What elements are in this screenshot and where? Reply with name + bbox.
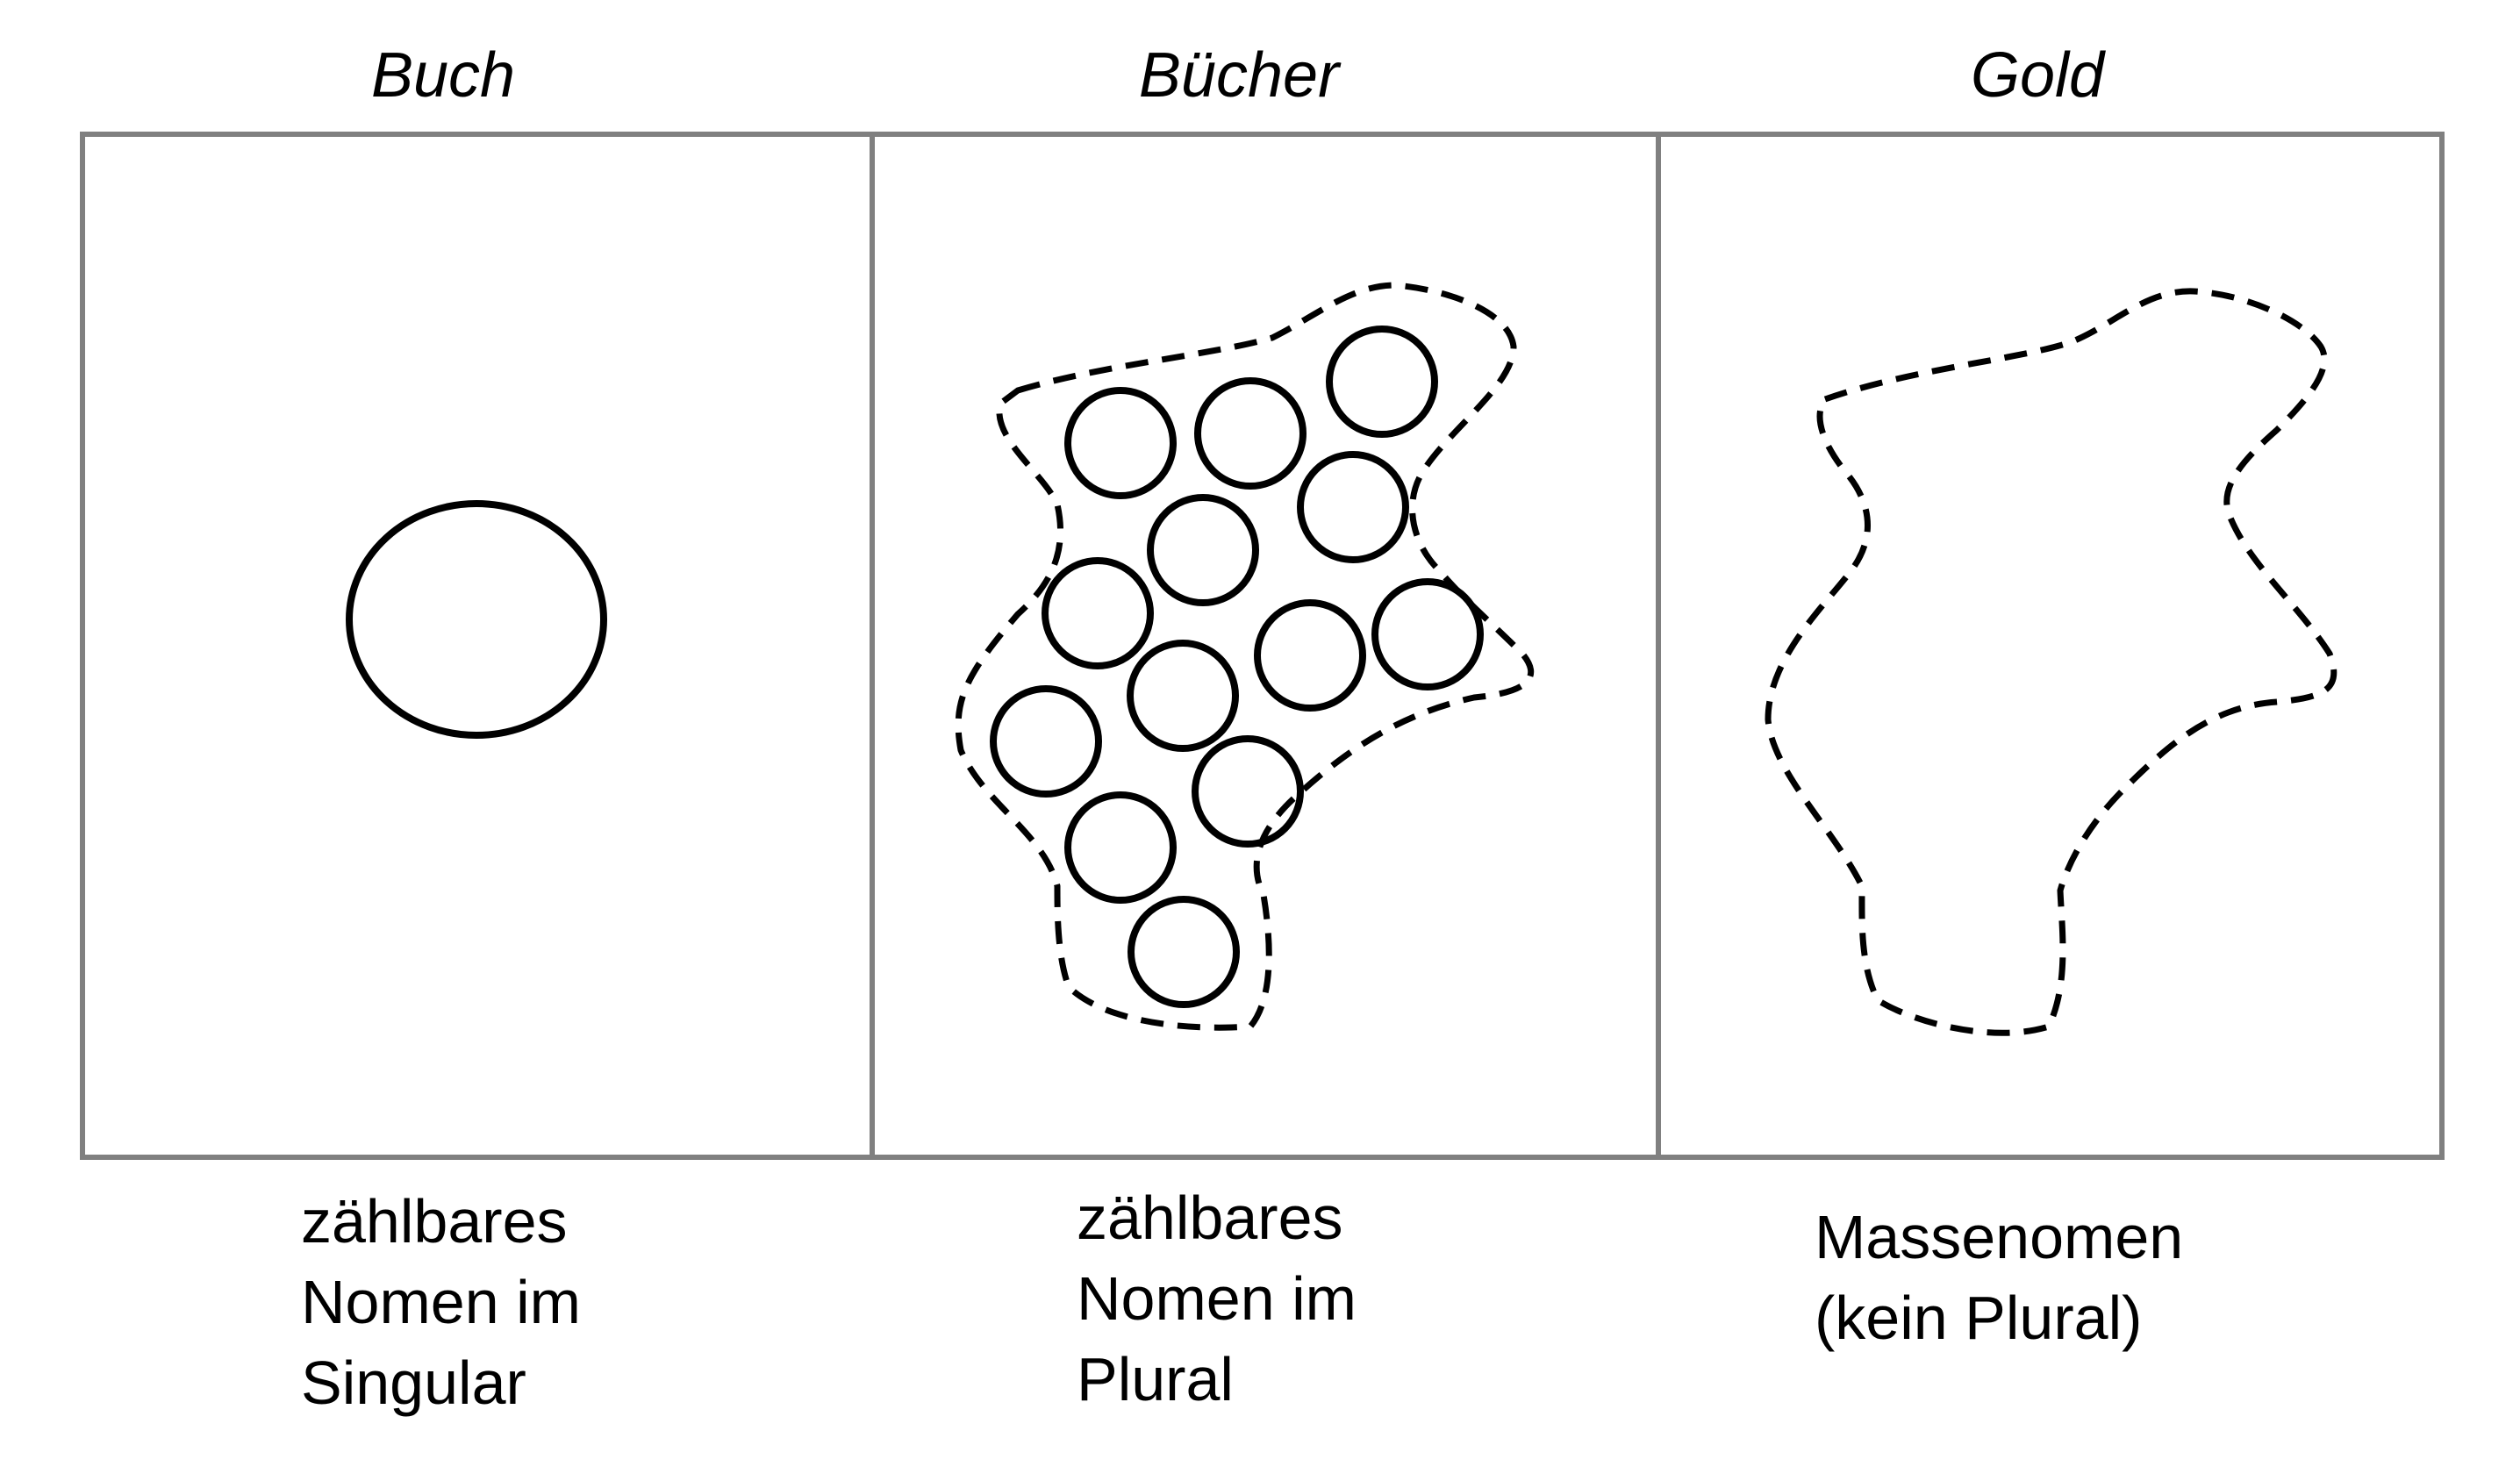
cluster-circle-icon [1326, 326, 1438, 438]
caption-line: (kein Plural) [1815, 1284, 2143, 1352]
cluster-circle-icon [1371, 578, 1484, 690]
caption-line: Nomen im [1077, 1264, 1357, 1333]
cluster-circle-icon [1127, 640, 1239, 752]
cluster-circle-icon [1192, 735, 1304, 848]
cluster-circle-icon [990, 685, 1102, 798]
caption-line: Singular [301, 1349, 526, 1417]
panel-caption-buch: zählbares Nomen im Singular [301, 1181, 581, 1423]
panel-caption-buecher: zählbares Nomen im Plural [1077, 1177, 1357, 1420]
cluster-circles [990, 326, 1484, 1008]
cluster-dashed-outline [955, 282, 1535, 1031]
cluster-circle-icon [1297, 451, 1409, 563]
caption-line: zählbares [1077, 1184, 1343, 1252]
panel-title-buch: Buch [370, 40, 516, 111]
caption-line: zählbares [301, 1187, 568, 1256]
cluster-circle-icon [1064, 791, 1177, 904]
cluster-circle-icon [1128, 896, 1240, 1008]
single-circle-icon [346, 500, 607, 739]
caption-line: Plural [1077, 1345, 1234, 1413]
cluster-circle-icon [1042, 557, 1154, 669]
panel-title-gold: Gold [1970, 40, 2105, 111]
panel-frame-buch [80, 132, 875, 1160]
cluster-circle-icon [1194, 377, 1307, 490]
panel-frames [80, 132, 2445, 1160]
panel-frame-gold [1656, 132, 2445, 1160]
cluster-circle-icon [1064, 387, 1177, 499]
cluster-circle-icon [1147, 494, 1259, 606]
panel-title-buecher: Bücher [1138, 40, 1340, 111]
mass-dashed-blob-icon [1765, 288, 2337, 1036]
panel-caption-gold: Massenomen (kein Plural) [1815, 1197, 2183, 1358]
caption-line: Nomen im [301, 1268, 581, 1336]
caption-line: Massenomen [1815, 1203, 2184, 1271]
cluster-circle-icon [1254, 599, 1366, 712]
